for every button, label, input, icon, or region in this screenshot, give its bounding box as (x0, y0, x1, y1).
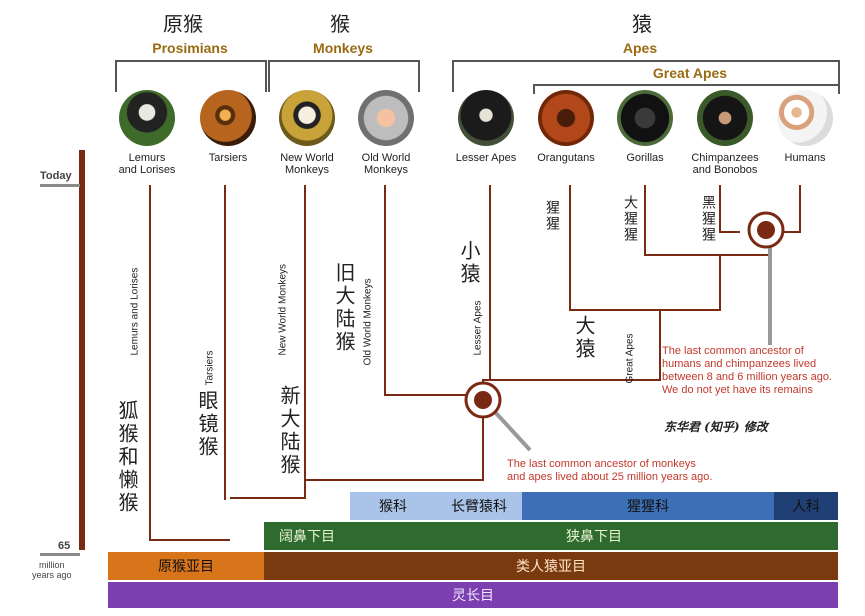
band-anthropoidea: 类人猿亚目 (264, 552, 838, 580)
timeline-start-label: 65 (58, 540, 70, 552)
branch-label-cn-tarsiers: 眼镜猴 (193, 390, 222, 459)
band-platyrrhini: 阔鼻下目 (264, 522, 350, 550)
branch-label-cn-orangutan: 猩猩 (542, 200, 562, 232)
branch-label-en-new-world: New World Monkeys (278, 256, 289, 356)
branch-label-en-lesser-apes: Lesser Apes (473, 296, 484, 356)
branch-label-en-lemurs: Lemurs and Lorises (130, 256, 141, 356)
timeline-start-rule (40, 553, 80, 556)
note-monkey-ape-ancestor: The last common ancestor of monkeys and … (507, 458, 747, 484)
credit-text: 东华君 (知乎) 修改 (664, 418, 768, 435)
branch-label-cn-great-apes: 大猿 (570, 315, 599, 361)
timeline-today-label: Today (40, 170, 72, 182)
branch-label-cn-lemurs: 狐猴和懒猴 (113, 400, 142, 515)
timeline-unit-label: million years ago (32, 560, 72, 580)
timeline-today-rule (40, 184, 80, 187)
branch-label-en-great-apes: Great Apes (625, 324, 636, 384)
band-catarrhini: 狭鼻下目 (350, 522, 838, 550)
band-hominidae: 人科 (774, 492, 838, 520)
band-cercopithecidae: 猴科 (350, 492, 436, 520)
branch-label-cn-gorilla: 大猩猩 (620, 195, 640, 243)
band-strepsirrhini: 原猴亚目 (108, 552, 264, 580)
band-pongidae: 猩猩科 (522, 492, 774, 520)
branch-label-en-old-world: Old World Monkeys (363, 266, 374, 366)
band-hylobatidae: 长臂猿科 (436, 492, 522, 520)
note-human-chimp-ancestor: The last common ancestor of humans and c… (662, 345, 862, 397)
branch-label-en-tarsiers: Tarsiers (205, 326, 216, 386)
branch-label-cn-old-world: 旧大陆猴 (330, 262, 359, 354)
branch-label-cn-chimp: 黑猩猩 (698, 195, 718, 243)
branch-label-cn-lesser-apes: 小猿 (455, 240, 484, 286)
branch-label-cn-new-world: 新大陆猴 (275, 385, 304, 477)
band-primates: 灵长目 (108, 582, 838, 608)
